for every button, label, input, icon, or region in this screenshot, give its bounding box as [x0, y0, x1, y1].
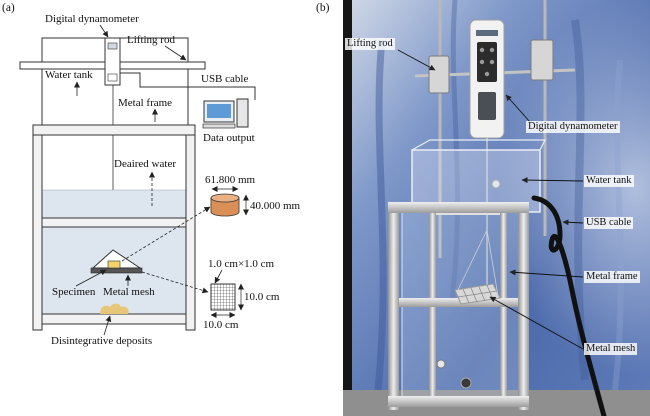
photo-water-tank [411, 149, 541, 213]
label-metal-mesh: Metal mesh [103, 286, 155, 298]
frame-beam-middle [41, 217, 187, 228]
panel-a-schematic: (a) Digi [2, 2, 301, 347]
photo-hook-knob [491, 179, 501, 189]
dynamometer-screen [478, 92, 496, 120]
keyboard [202, 123, 236, 129]
label-specimen-height: 40.000 mm [250, 200, 301, 212]
photo-bottom-object [460, 377, 472, 389]
cylinder-top [210, 193, 240, 203]
leader-water-tank [521, 177, 584, 184]
frame-beam-bottom [41, 313, 187, 325]
cloth-fold [449, 0, 460, 301]
photo-frame-post-left [388, 205, 399, 410]
panel-b-label: (b) [316, 2, 330, 14]
dynamometer-button [479, 59, 485, 65]
photo-label-digital-dynamometer: Digital dynamometer [526, 121, 620, 133]
frame-beam-top [32, 124, 196, 136]
photo-label-metal-mesh: Metal mesh [584, 343, 638, 355]
label-metal-frame: Metal frame [118, 97, 172, 109]
leader-metal-frame [509, 269, 584, 278]
computer-tower [236, 98, 249, 128]
label-deaired-water: Deaired water [114, 158, 176, 170]
photo-clamp-right [530, 39, 554, 81]
dynamometer-keypad [107, 73, 118, 82]
dynamometer-brand-strip [476, 30, 498, 36]
photo-label-water-tank: Water tank [584, 175, 634, 187]
computer-icon [202, 98, 249, 129]
photo-bottom-object [436, 359, 446, 369]
photo-mesh-lines [457, 284, 498, 304]
usb-cable-schematic [120, 72, 256, 100]
photo-frame-beam-top [388, 202, 529, 213]
label-disintegrative-deposits: Disintegrative deposits [51, 335, 152, 347]
dynamometer-button [489, 59, 495, 65]
dynamometer-button [479, 47, 485, 53]
dashed-link-specimen [121, 206, 211, 262]
photo-label-lifting-rod: Lifting rod [345, 38, 395, 50]
label-digital-dynamometer: Digital dynamometer [45, 13, 139, 25]
mesh-grid-icon [210, 283, 236, 311]
metal-mesh-bar [90, 267, 143, 274]
panel-b-photo [343, 0, 650, 416]
label-mesh-opening: 1.0 cm×1.0 cm [208, 258, 275, 270]
label-lifting-rod: Lifting rod [127, 34, 175, 46]
arrow-specimen [75, 269, 107, 287]
photo-frame-beam-middle [399, 298, 518, 307]
arrow-disintegrative-deposits [103, 315, 112, 336]
frame-post-left [32, 124, 43, 331]
arrow-lifting-rod [164, 45, 187, 61]
dynamometer-schematic [104, 37, 121, 86]
arrow-digital-dynamometer [99, 24, 109, 38]
leader-usb-cable [562, 219, 584, 226]
specimen-block [107, 260, 121, 269]
label-specimen: Specimen [52, 286, 96, 298]
dashed-link-mesh [141, 271, 209, 294]
panel-b-leader-lines [397, 49, 584, 350]
cylinder-body-cover [211, 205, 239, 212]
photo-basket-wire [486, 229, 499, 297]
dynamometer-button [484, 71, 490, 77]
photo-basket-wire [457, 229, 488, 291]
photo-label-usb-cable: USB cable [584, 217, 634, 229]
label-mesh-height: 10.0 cm [244, 291, 280, 303]
label-data-output: Data output [203, 132, 255, 144]
photo-frame-beam-bottom [388, 396, 529, 407]
dynamometer-display [107, 42, 118, 50]
disintegrative-deposits-pile [100, 303, 129, 314]
leader-metal-mesh [489, 296, 584, 350]
dynamometer-button [489, 47, 495, 53]
photo-water-tank-back [411, 139, 546, 151]
label-mesh-width: 10.0 cm [203, 319, 239, 331]
label-specimen-diameter: 61.800 mm [205, 174, 256, 186]
leader-digital-dynamometer [505, 94, 531, 123]
panel-a-label: (a) [2, 2, 15, 14]
photo-label-metal-frame: Metal frame [584, 271, 640, 283]
cloth-fold [612, 59, 624, 391]
label-usb-cable: USB cable [201, 73, 248, 85]
cloth-fold [374, 39, 387, 391]
leader-lifting-rod [397, 49, 436, 71]
photo-dynamometer [469, 19, 505, 139]
arrow-mesh-opening [214, 269, 223, 284]
photo-frame-post-right [518, 208, 529, 410]
specimen-cylinder-icon [210, 193, 240, 217]
frame-post-right [185, 124, 196, 331]
monitor-screen [207, 104, 231, 118]
photo-clamp-left [428, 55, 450, 94]
dark-curtain-edge [343, 0, 352, 416]
label-water-tank: Water tank [45, 69, 93, 81]
